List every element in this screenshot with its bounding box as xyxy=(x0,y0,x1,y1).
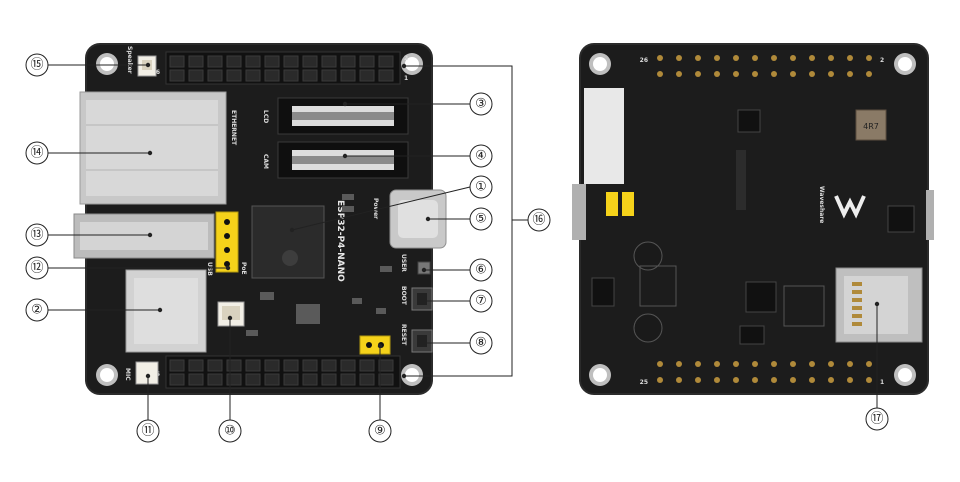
callout-5: ⑤ xyxy=(469,207,493,231)
usb-c-port: Power xyxy=(372,189,447,249)
svg-text:⑤: ⑤ xyxy=(475,212,487,227)
callout-13: ⑬ xyxy=(25,223,49,247)
back-pin-holes xyxy=(657,55,872,383)
cam-silk: CAM xyxy=(262,154,269,169)
callout-9: ⑨ xyxy=(368,419,392,443)
poe-header: PoE xyxy=(215,211,247,275)
model-label: ESP32-P4-NANO xyxy=(335,200,345,282)
svg-text:⑬: ⑬ xyxy=(30,228,43,243)
callout-8: ⑧ xyxy=(469,331,493,355)
user-silk: USER xyxy=(400,254,407,272)
back-ics xyxy=(591,109,915,345)
callout-1: ① xyxy=(469,175,493,199)
callout-6: ⑥ xyxy=(469,258,493,282)
front-top-pin-header: 26 2 1 xyxy=(152,51,408,85)
lcd-silk: LCD xyxy=(262,110,269,123)
front-passive-components xyxy=(246,194,392,336)
mic-connector: MIC xyxy=(124,361,159,385)
brand-silk: Waveshare xyxy=(818,186,825,223)
esp32-p4-chip: ESP32-P4-NANO xyxy=(251,200,345,282)
speaker-silk: Speaker xyxy=(126,46,133,74)
yellow-2pin-header xyxy=(359,335,391,355)
back-pin-label-25: 25 xyxy=(640,379,648,386)
usb-a-port: USB xyxy=(73,213,215,276)
svg-text:⑫: ⑫ xyxy=(30,261,43,276)
callout-dots xyxy=(145,62,880,379)
svg-text:⑧: ⑧ xyxy=(475,336,487,351)
callout-numbers: ① ② ③ ④ ⑤ ⑥ ⑦ ⑧ ⑨ ⑩ ⑪ ⑫ ⑬ ⑭ ⑮ ⑯ ⑰ xyxy=(25,53,889,443)
power-silk: Power xyxy=(372,198,379,219)
ethernet-jack: ETHERNET xyxy=(79,91,237,205)
svg-text:⑥: ⑥ xyxy=(475,263,487,278)
svg-text:①: ① xyxy=(475,180,487,195)
wifi-module xyxy=(125,269,207,353)
back-pin-label-1: 1 xyxy=(880,379,884,386)
callout-3: ③ xyxy=(469,92,493,116)
boot-silk: BOOT xyxy=(400,286,407,306)
svg-text:⑨: ⑨ xyxy=(374,424,386,439)
svg-text:⑰: ⑰ xyxy=(870,412,883,427)
boot-button: BOOT xyxy=(400,286,433,311)
svg-text:⑮: ⑮ xyxy=(30,58,43,73)
svg-text:⑭: ⑭ xyxy=(30,146,43,161)
callout-11: ⑪ xyxy=(136,419,160,443)
back-usbc-edge xyxy=(926,190,934,240)
svg-text:⑪: ⑪ xyxy=(141,424,154,439)
mic-silk: MIC xyxy=(124,368,131,381)
svg-text:⑦: ⑦ xyxy=(475,294,487,309)
pin-label-1: 1 xyxy=(404,75,408,82)
callout-12: ⑫ xyxy=(25,256,49,280)
back-dot-grids xyxy=(639,150,825,327)
back-pin-label-2: 2 xyxy=(880,57,884,64)
svg-text:③: ③ xyxy=(475,97,487,112)
tf-card-slot xyxy=(835,267,923,343)
reset-button: RESET xyxy=(400,324,433,353)
back-board: 26 25 2 1 4R7 Waveshare xyxy=(572,43,934,395)
front-board: 26 2 1 25 Speaker ETHERNET xyxy=(73,43,447,395)
back-pin-label-26: 26 xyxy=(640,57,648,64)
callout-17: ⑰ xyxy=(865,407,889,431)
front-bottom-pin-header: 25 xyxy=(152,355,401,389)
svg-text:⑩: ⑩ xyxy=(224,424,236,439)
lcd-fpc-connector: LCD xyxy=(262,97,409,135)
callout-14: ⑭ xyxy=(25,141,49,165)
inductor-code: 4R7 xyxy=(863,122,879,131)
poe-silk: PoE xyxy=(240,262,247,275)
callout-16: ⑯ xyxy=(527,208,551,232)
battery-connector xyxy=(217,301,245,327)
reset-silk: RESET xyxy=(400,324,407,346)
callout-7: ⑦ xyxy=(469,289,493,313)
waveshare-logo: Waveshare xyxy=(818,186,866,223)
inductor: 4R7 xyxy=(855,109,887,141)
svg-text:④: ④ xyxy=(475,149,487,164)
callout-lines xyxy=(48,64,878,420)
callout-2: ② xyxy=(25,298,49,322)
svg-text:②: ② xyxy=(31,303,43,318)
pin-label-2: 2 xyxy=(404,55,408,62)
cam-fpc-connector: CAM xyxy=(262,141,409,179)
callout-4: ④ xyxy=(469,144,493,168)
callout-10: ⑩ xyxy=(218,419,242,443)
usb-silk: USB xyxy=(206,262,213,276)
front-mounting-holes xyxy=(96,53,423,386)
back-ethernet-edge xyxy=(572,184,586,240)
callout-15: ⑮ xyxy=(25,53,49,77)
ethernet-silk: ETHERNET xyxy=(230,110,237,146)
certification-label xyxy=(584,88,624,184)
back-capacitors xyxy=(633,241,663,343)
svg-text:⑯: ⑯ xyxy=(532,213,545,228)
back-mounting-holes xyxy=(589,53,916,386)
back-tantalum-caps xyxy=(606,192,634,216)
